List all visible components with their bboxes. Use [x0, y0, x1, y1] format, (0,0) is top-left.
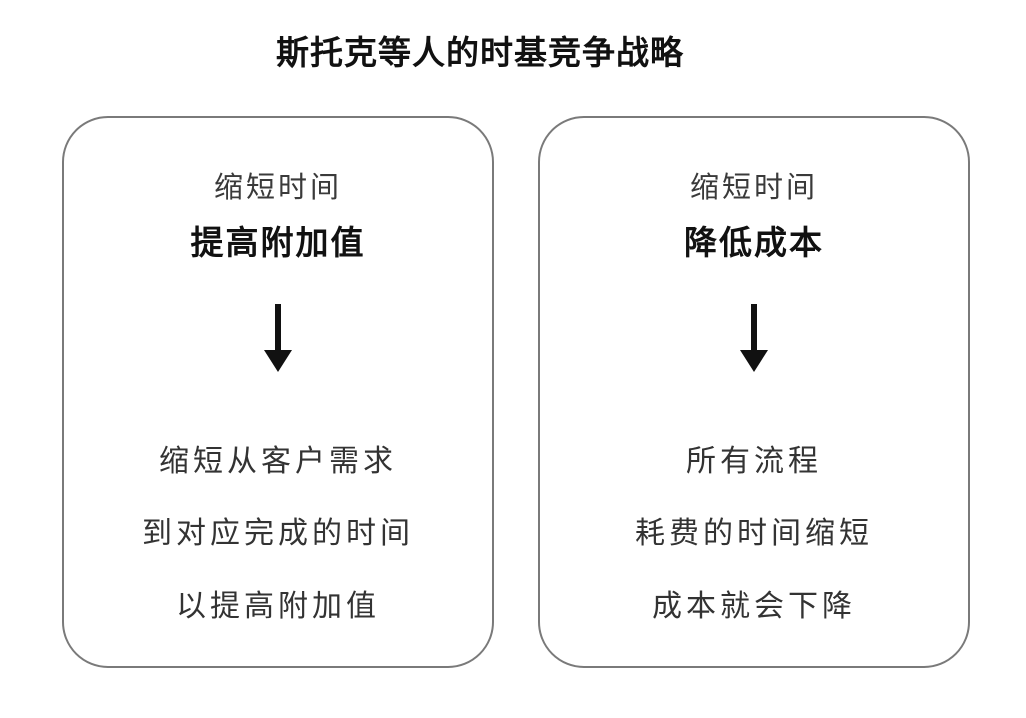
arrow-down-icon — [740, 304, 768, 372]
panel-desc-line: 成本就会下降 — [652, 589, 856, 624]
panel-subtitle: 缩短时间 — [213, 170, 342, 204]
arrow-down-icon — [264, 304, 292, 372]
panel-desc-line: 所有流程 — [686, 444, 822, 479]
panel-desc-line: 以提高附加值 — [176, 589, 380, 624]
diagram-title: 斯托克等人的时基竞争战略 — [276, 33, 684, 72]
panel-cost-reduction: 缩短时间 降低成本 所有流程 耗费的时间缩短 成本就会下降 — [538, 116, 970, 668]
panel-heading: 提高附加值 — [190, 223, 366, 262]
panel-desc-line: 缩短从客户需求 — [159, 444, 397, 479]
panel-desc-line: 耗费的时间缩短 — [635, 516, 873, 551]
panel-heading: 降低成本 — [684, 223, 824, 262]
panel-value-added: 缩短时间 提高附加值 缩短从客户需求 到对应完成的时间 以提高附加值 — [62, 116, 494, 668]
panel-subtitle: 缩短时间 — [689, 170, 818, 204]
panel-desc-line: 到对应完成的时间 — [142, 516, 414, 551]
